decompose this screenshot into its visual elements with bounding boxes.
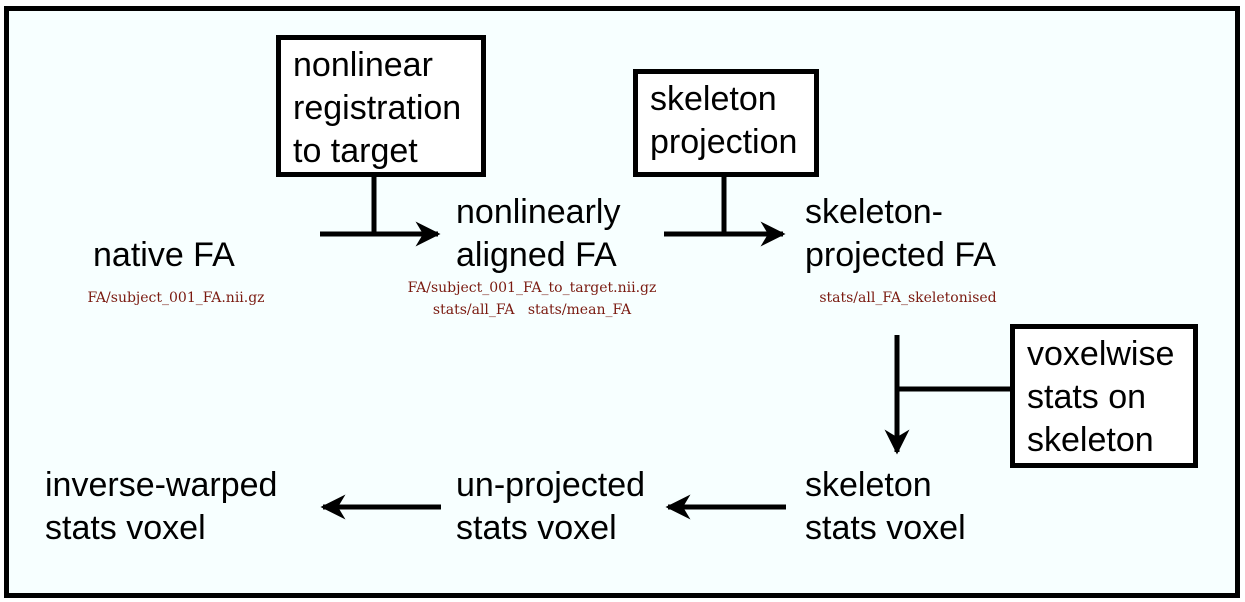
node-line: native FA [93,236,235,274]
file-label-aligned-fa: FA/subject_001_FA_to_target.nii.gz stats… [372,277,692,321]
node-line: stats voxel [456,509,617,547]
box-line: stats on [1027,378,1147,416]
node-line: nonlinearly [456,193,621,231]
box-line: skeleton [1027,421,1154,459]
file-line: FA/subject_001_FA_to_target.nii.gz [407,280,657,296]
node-inverse-warped-stats-voxel: inverse-warped stats voxel [45,464,277,550]
box-line: projection [650,123,798,161]
node-line: stats voxel [805,509,966,547]
node-line: aligned FA [456,236,617,274]
file-label-skeleton-projected-fa: stats/all_FA_skeletonised [792,287,1024,309]
node-skeleton-stats-voxel: skeleton stats voxel [805,464,966,550]
diagram-frame [4,6,1240,598]
node-line: projected FA [805,236,996,274]
box-line: to target [293,132,418,170]
process-box-voxelwise-stats: voxelwise stats on skeleton [1010,324,1198,468]
node-unprojected-stats-voxel: un-projected stats voxel [456,464,645,550]
node-line: skeleton [805,466,932,504]
file-line: stats/all_FA_skeletonised [819,290,997,306]
box-line: voxelwise [1027,335,1175,373]
node-nonlinearly-aligned-fa: nonlinearly aligned FA [456,191,620,277]
node-line: inverse-warped [45,466,278,504]
node-line: skeleton- [805,193,943,231]
node-line: un-projected [456,466,646,504]
file-line: FA/subject_001_FA.nii.gz [87,290,265,306]
box-line: skeleton [650,80,777,118]
file-label-native-fa: FA/subject_001_FA.nii.gz [66,287,286,309]
process-box-nonlinear-registration: nonlinear registration to target [276,35,486,177]
node-native-fa: native FA [93,234,235,277]
node-skeleton-projected-fa: skeleton- projected FA [805,191,996,277]
process-box-skeleton-projection: skeleton projection [633,69,819,177]
file-line: stats/all_FA stats/mean_FA [432,302,632,318]
box-line: registration [293,89,462,127]
node-line: stats voxel [45,509,206,547]
box-line: nonlinear [293,46,433,84]
